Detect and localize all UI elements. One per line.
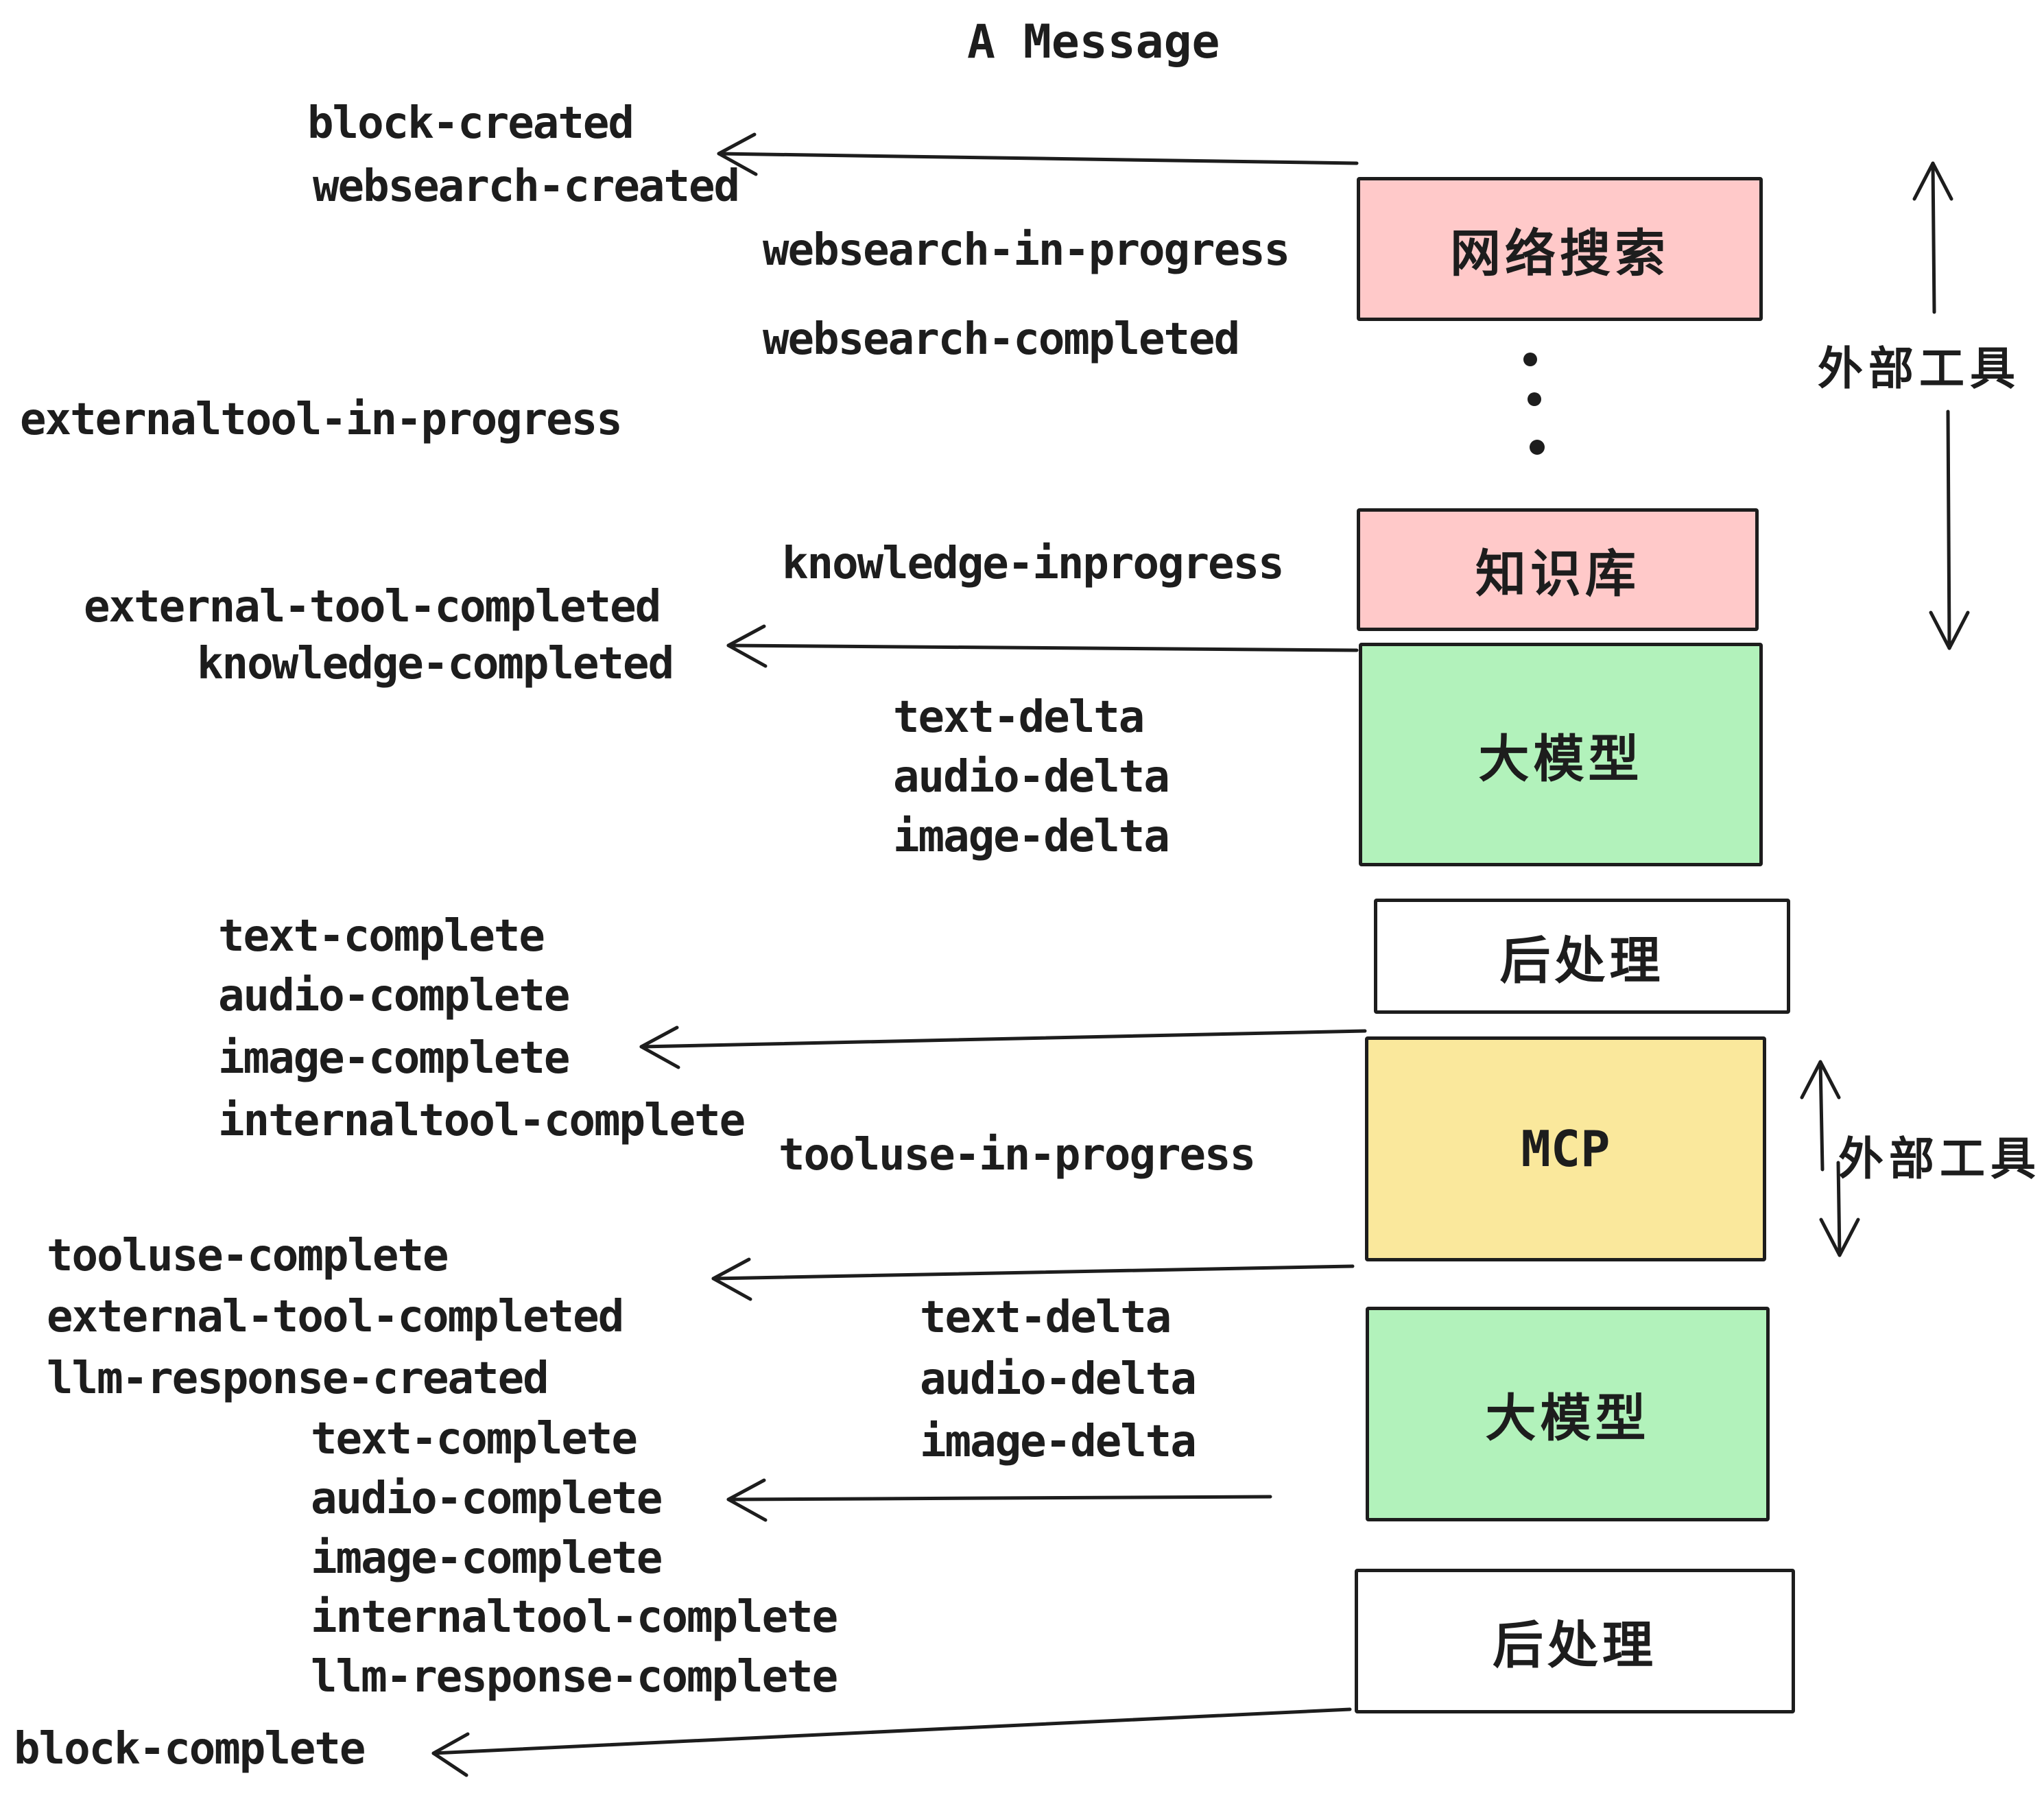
event-text-delta-1: text-delta (893, 692, 1145, 743)
box-websearch-label: 网络搜索 (1450, 224, 1669, 283)
box-llm-2: 大模型 (1366, 1307, 1770, 1521)
event-audio-complete-2: audio-complete (311, 1473, 663, 1524)
event-block-created: block-created (307, 98, 634, 149)
event-knowledge-inprogress: knowledge-inprogress (782, 538, 1285, 589)
box-post-2: 后处理 (1355, 1569, 1795, 1713)
event-internaltool-complete-1: internaltool-complete (218, 1095, 746, 1146)
box-llm-1: 大模型 (1359, 643, 1763, 866)
box-knowledge: 知识库 (1357, 508, 1759, 631)
box-mcp: MCP (1365, 1036, 1766, 1261)
box-post-1: 后处理 (1374, 899, 1790, 1014)
event-text-complete-1: text-complete (218, 911, 545, 962)
event-llm-response-created: llm-response-created (47, 1353, 549, 1404)
arrow-external-tools-up-1 (1912, 161, 1953, 314)
event-audio-complete-1: audio-complete (218, 971, 570, 1021)
box-post-1-label: 后处理 (1499, 931, 1665, 990)
event-external-tool-completed-1: external-tool-completed (84, 582, 661, 632)
arrow-websearch-created (717, 132, 1359, 176)
box-mcp-label: MCP (1521, 1120, 1611, 1178)
page-title: A Message (967, 15, 1220, 69)
arrow-internal-complete (639, 1025, 1367, 1069)
arrow-external-tools-up-2 (1800, 1060, 1841, 1172)
event-external-tool-completed-2: external-tool-completed (47, 1292, 624, 1342)
arrow-llm-complete (726, 1478, 1272, 1522)
event-image-complete-1: image-complete (218, 1033, 570, 1084)
arrow-knowledge-completed (726, 624, 1359, 668)
event-image-delta-1: image-delta (893, 811, 1170, 862)
box-llm-2-label: 大模型 (1485, 1389, 1650, 1448)
event-llm-response-complete: llm-response-complete (311, 1652, 838, 1702)
annotation-external-tools-top: 外部工具 (1818, 342, 2021, 395)
event-image-complete-2: image-complete (311, 1533, 663, 1584)
event-knowledge-completed: knowledge-completed (197, 639, 674, 689)
event-websearch-created: websearch-created (313, 161, 740, 212)
event-websearch-in-progress: websearch-in-progress (763, 225, 1290, 276)
box-websearch: 网络搜索 (1357, 177, 1763, 321)
event-block-complete: block-complete (14, 1724, 366, 1775)
ellipsis-dots-icon (1523, 353, 1545, 455)
box-knowledge-label: 知识库 (1475, 545, 1640, 604)
box-post-2-label: 后处理 (1493, 1616, 1657, 1675)
event-text-complete-2: text-complete (311, 1414, 638, 1464)
event-text-delta-2: text-delta (920, 1292, 1172, 1343)
event-internaltool-complete-2: internaltool-complete (311, 1592, 838, 1643)
arrow-external-tools-down-1 (1929, 410, 1970, 650)
event-audio-delta-2: audio-delta (920, 1354, 1197, 1405)
event-externaltool-in-progress: externaltool-in-progress (20, 394, 623, 445)
event-tooluse-complete: tooluse-complete (47, 1231, 449, 1281)
box-llm-1-label: 大模型 (1478, 729, 1643, 789)
event-tooluse-in-progress: tooluse-in-progress (779, 1130, 1256, 1180)
event-image-delta-2: image-delta (920, 1416, 1197, 1467)
arrow-block-complete (431, 1707, 1352, 1777)
event-audio-delta-1: audio-delta (893, 752, 1170, 803)
event-websearch-completed: websearch-completed (763, 314, 1240, 365)
annotation-external-tools-mcp: 外部工具 (1838, 1132, 2041, 1185)
